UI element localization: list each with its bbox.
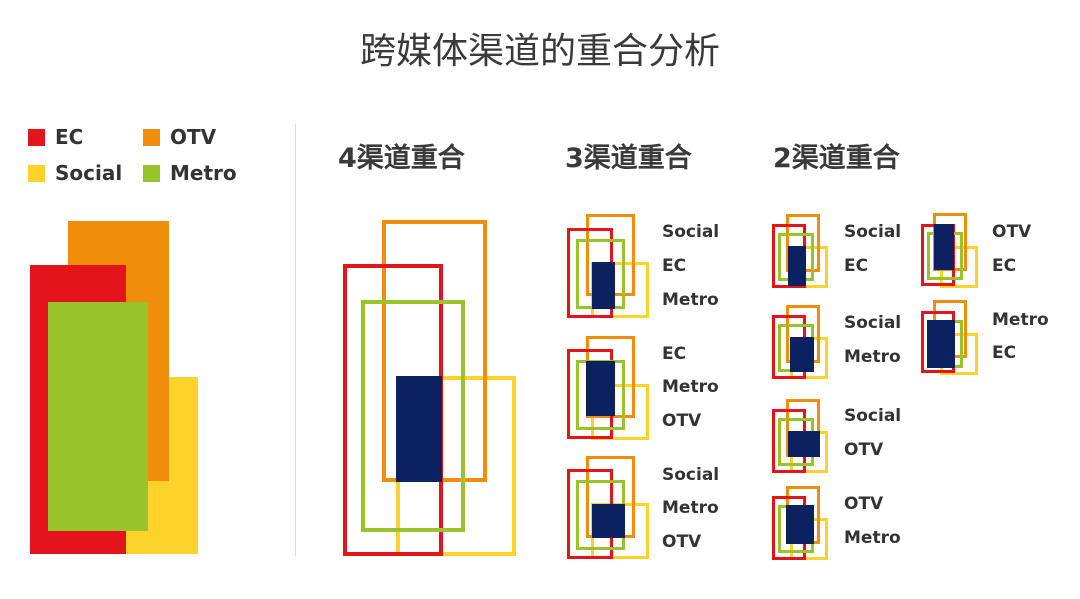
overlap-area (586, 361, 615, 416)
overlap-area (592, 262, 615, 309)
overlap-area (788, 431, 820, 457)
legend-swatch-otv (143, 128, 160, 146)
legend-swatch-metro (143, 164, 160, 182)
group-label: EC (844, 256, 869, 276)
overlap-area (790, 337, 814, 372)
group-label: Social (844, 406, 902, 426)
group-label: Metro (844, 528, 901, 548)
section-title-2-channel: 2渠道重合 (773, 143, 900, 174)
group-label: EC (662, 344, 687, 364)
overlap-area (927, 320, 955, 368)
group-label: Metro (662, 498, 719, 518)
group-label: EC (992, 343, 1017, 363)
group-label: OTV (662, 532, 702, 552)
legend-swatch-social (28, 164, 45, 182)
group-label: Social (844, 222, 902, 242)
legend-label-otv: OTV (170, 125, 217, 149)
group-label: Social (662, 222, 720, 242)
legend-label-ec: EC (55, 125, 84, 149)
group-label: Metro (662, 377, 719, 397)
overlap-area (592, 504, 625, 538)
group-label: Metro (992, 310, 1049, 330)
legend-label-social: Social (55, 161, 123, 185)
group-label: Metro (662, 290, 719, 310)
legend-item-otv: OTV (143, 125, 216, 149)
section-divider (295, 124, 296, 556)
legend-label-metro: Metro (170, 161, 237, 185)
group-label: Social (844, 313, 902, 333)
legend-item-social: Social (28, 161, 122, 185)
overlap-area (788, 246, 806, 286)
overlap-area (934, 224, 954, 270)
section-title-4-channel: 4渠道重合 (338, 143, 465, 174)
page-title: 跨媒体渠道的重合分析 (359, 31, 720, 72)
group-label: EC (662, 256, 687, 276)
group-label: Social (662, 465, 720, 485)
overlap-area (786, 505, 814, 544)
group-label: EC (992, 256, 1017, 276)
legend-item-ec: EC (28, 125, 83, 149)
group-label: OTV (992, 222, 1032, 242)
legend-item-metro: Metro (143, 161, 237, 185)
group-label: OTV (844, 494, 884, 514)
section-title-3-channel: 3渠道重合 (565, 143, 692, 174)
overlap-area (396, 376, 442, 482)
outline-metro (361, 300, 465, 532)
channel-block-metro (48, 302, 148, 531)
group-label: Metro (844, 347, 901, 367)
group-label: OTV (844, 440, 884, 460)
group-label: OTV (662, 411, 702, 431)
legend-swatch-ec (28, 128, 45, 146)
